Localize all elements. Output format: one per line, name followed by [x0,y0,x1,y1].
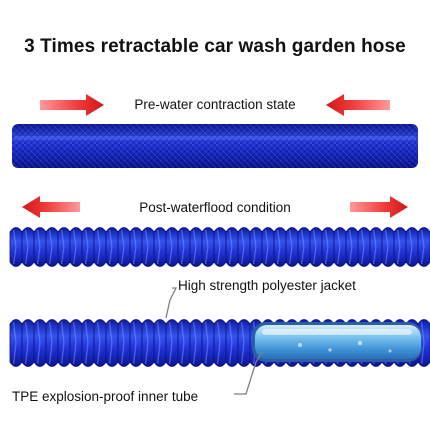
hose-ridge-highlight [253,229,257,265]
hose-ridge-highlight [181,229,185,265]
hose-ridge-highlight [97,321,101,365]
inner-tube-label: TPE explosion-proof inner tube [12,389,199,404]
hose-ridge-highlight [193,229,197,265]
callout-jacket-line [165,287,178,319]
hose-ridge-highlight [349,229,353,265]
hose-ridge-highlight [313,229,317,265]
hose-ridge-highlight [301,229,305,265]
hose-ridge-highlight [421,321,425,365]
red-arrow-right-icon [40,94,104,116]
hose-ridge-highlight [109,321,113,365]
hose-ridge-highlight [13,321,17,365]
hose-ridge-highlight [133,321,137,365]
product-title: 3 Times retractable car wash garden hose [24,36,406,57]
hose-ridge-highlight [265,229,269,265]
hose-ridge-highlight [157,229,161,265]
hose-ridge-highlight [169,229,173,265]
hose-ridge-highlight [373,229,377,265]
hose-ridge-highlight [289,229,293,265]
hose-ridge-highlight [421,229,425,265]
hose-ridge-highlight [61,229,65,265]
hose-ridge-highlight [73,229,77,265]
hose-ridge-highlight [133,229,137,265]
expanded-hose [9,227,430,267]
hose-ridge-highlight [217,321,221,365]
hose-ridge-highlight [409,229,413,265]
hose-ridge-highlight [217,229,221,265]
hose-ridge-highlight [61,321,65,365]
hose-ridge-highlight [49,229,53,265]
hose-ridge-highlight [205,229,209,265]
hose-ridge-highlight [241,321,245,365]
hose-ridge-highlight [229,229,233,265]
hose-ridge-highlight [169,321,173,365]
hose-ridge-highlight [37,229,41,265]
hose-ridge-highlight [205,321,209,365]
hose-ridge-highlight [13,229,17,265]
pre-water-label: Pre-water contraction state [134,97,296,112]
hose-ridge-highlight [157,321,161,365]
hose-ridge-highlight [49,321,53,365]
hose-ridge-highlight [277,229,281,265]
hose-ridge-highlight [85,229,89,265]
hose-ridge-highlight [73,321,77,365]
hose-ridge-highlight [181,321,185,365]
red-arrow-left-icon [326,94,390,116]
hose-ridge-highlight [97,229,101,265]
jacket-label: High strength polyester jacket [178,278,356,293]
hose-ridge-highlight [85,321,89,365]
hose-ridge-highlight [325,229,329,265]
post-waterflood-label: Post-waterflood condition [139,200,291,215]
hose-ridge-highlight [121,321,125,365]
hose-ridge-highlight [337,229,341,265]
hose-ridge-highlight [229,321,233,365]
red-arrow-right-icon [350,196,408,218]
red-arrow-left-icon [22,196,80,218]
hose-ridge-highlight [397,229,401,265]
inner-tube [252,322,422,362]
hose-ridge-highlight [25,321,29,365]
hose-ridge-highlight [145,229,149,265]
hose-ridge-highlight [361,229,365,265]
callout-tube-line [234,351,263,395]
hose-ridge-highlight [121,229,125,265]
hose-ridge-highlight [241,229,245,265]
hose-ridge-highlight [37,321,41,365]
hose-ridge-highlight [385,229,389,265]
hose-ridge-highlight [25,229,29,265]
hose-ridge-highlight [193,321,197,365]
contracted-hose [12,124,418,168]
hose-ridge-highlight [145,321,149,365]
hose-ridge-highlight [109,229,113,265]
